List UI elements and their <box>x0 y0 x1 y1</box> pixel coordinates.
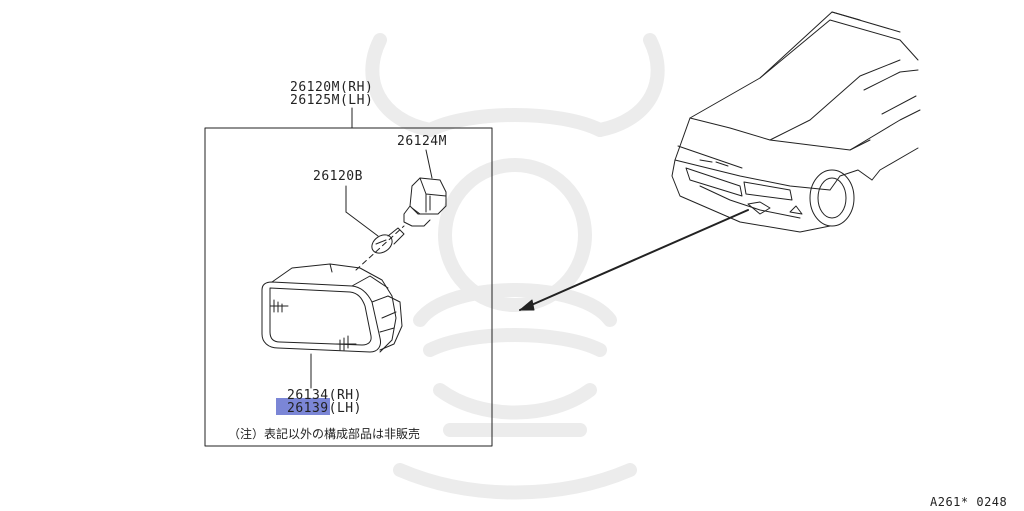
label-socket[interactable]: 26124M <box>397 134 447 149</box>
socket-leader <box>425 149 433 179</box>
fog-lamp-drawing <box>261 263 403 353</box>
label-lens-lh[interactable]: 26139(LH) <box>287 401 362 416</box>
label-assembly-lh[interactable]: 26125M(LH) <box>290 93 374 108</box>
label-assembly-rh[interactable]: 26120M(RH) <box>290 80 374 95</box>
car-drawing <box>671 11 921 233</box>
label-bulb[interactable]: 26120B <box>313 169 363 184</box>
socket-drawing <box>403 177 447 227</box>
figure-code: A261* 0248 <box>930 495 1008 509</box>
lens-lh-highlight <box>276 398 330 415</box>
parts-frame <box>204 127 493 447</box>
label-lens-rh[interactable]: 26134(RH) <box>287 388 362 403</box>
note-non-sale: （注）表記以外の構成部品は非販売 <box>228 427 421 441</box>
location-arrow <box>519 209 749 311</box>
